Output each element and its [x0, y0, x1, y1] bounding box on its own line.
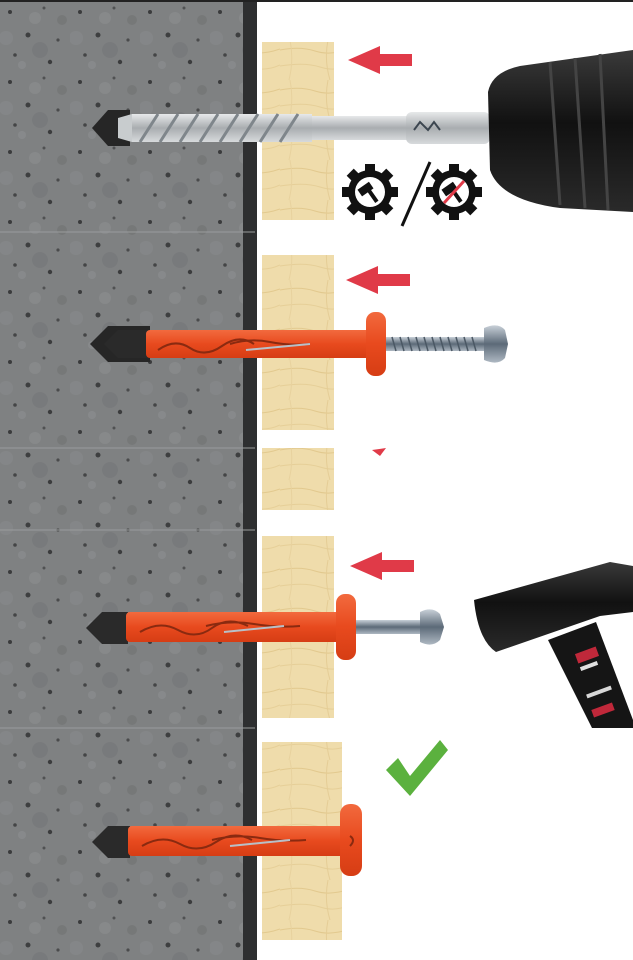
drill-bit: [118, 112, 490, 144]
red-left-arrow-icon: [348, 46, 412, 74]
hammer-drill: [488, 50, 633, 212]
screw-head: [484, 325, 508, 362]
hammer-drill-mode-icon: [342, 164, 398, 220]
screw-shaft: [356, 620, 422, 634]
red-left-arrow-icon: [346, 266, 410, 294]
wood-batten: [262, 448, 334, 510]
screw-head: [420, 609, 444, 644]
hammer: [474, 562, 633, 728]
green-check-icon: [386, 740, 448, 796]
no-hammer-drill-mode-icon: [426, 164, 482, 220]
red-left-arrow-icon: [350, 552, 414, 580]
top-border: [0, 0, 633, 2]
panel-gap: [262, 448, 386, 510]
divider-slash: [402, 162, 430, 226]
red-arrow-fragment: [372, 448, 386, 456]
